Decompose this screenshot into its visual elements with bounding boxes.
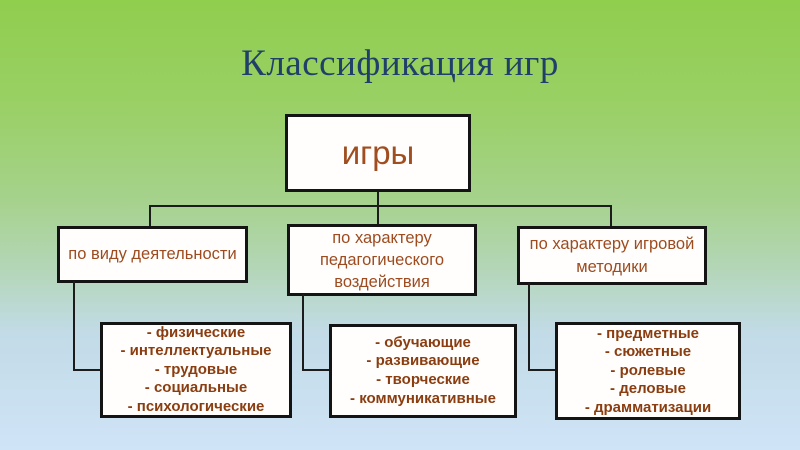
leaf-item: - физические — [146, 323, 246, 341]
leaf-item: - психологические — [127, 397, 265, 415]
connector-horizontal-bar — [150, 205, 611, 207]
connector-drop-1 — [149, 205, 151, 226]
leaf-item: - предметные — [596, 324, 700, 342]
leaf-item: - драмматизации — [584, 398, 712, 416]
leaf-box-pedagogical: - обучающие - развивающие - творческие -… — [329, 324, 517, 418]
leaf-item: - обучающие — [375, 333, 471, 351]
leaf-item: - социальные — [144, 379, 248, 397]
leaf-item: - деловые — [610, 380, 686, 398]
leaf-item: - коммуникативные — [350, 389, 496, 407]
connector-elbow-1-vertical — [73, 281, 75, 371]
category-label: по характеру игровой методики — [529, 235, 695, 276]
root-box: игры — [285, 114, 471, 192]
category-label: по характеру педагогического воздействия — [319, 228, 445, 292]
leaf-item: - трудовые — [154, 360, 238, 378]
leaf-box-methodology: - предметные - сюжетные - ролевые - дело… — [555, 322, 741, 420]
connector-root-stem — [377, 192, 379, 207]
category-label: по виду деятельности — [68, 245, 237, 264]
category-box-pedagogical: по характеру педагогического воздействия — [287, 224, 477, 296]
connector-drop-3 — [610, 205, 612, 226]
connector-elbow-1-horizontal — [73, 369, 101, 371]
connector-drop-2 — [377, 205, 379, 226]
category-box-activity: по виду деятельности — [57, 226, 248, 283]
connector-elbow-3-horizontal — [528, 369, 556, 371]
leaf-item: - творческие — [376, 371, 470, 388]
connector-elbow-2-horizontal — [302, 369, 330, 371]
category-box-methodology: по характеру игровой методики — [517, 226, 707, 285]
leaf-item: - сюжетные — [604, 343, 692, 361]
connector-elbow-2-vertical — [302, 294, 304, 371]
connector-elbow-3-vertical — [528, 283, 530, 371]
root-box-label: игры — [341, 134, 415, 171]
leaf-item: - интеллектуальные — [120, 342, 272, 360]
slide-title: Классификация игр — [241, 43, 559, 84]
leaf-item: - развивающие — [366, 352, 480, 370]
leaf-item: - ролевые — [610, 361, 686, 379]
leaf-box-activity: - физические - интеллектуальные - трудов… — [100, 322, 292, 418]
